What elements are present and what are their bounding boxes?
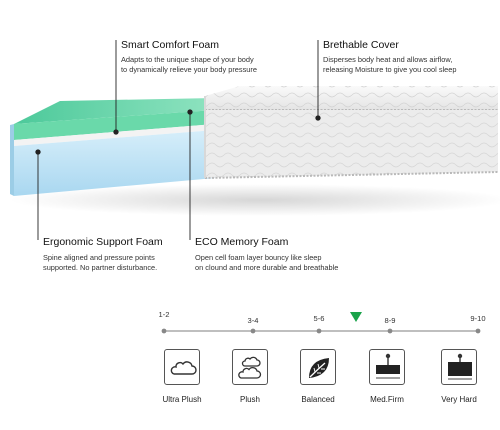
- breathable-cover-title: Brethable Cover: [323, 39, 399, 51]
- eco-foam-desc-1: Open cell foam layer bouncy like sleep: [195, 253, 322, 262]
- ergonomic-foam-title: Ergonomic Support Foam: [43, 236, 163, 248]
- scale-tick-5: [475, 328, 481, 334]
- ultra-plush-option: [164, 349, 200, 385]
- scale-tick-1: [161, 328, 167, 334]
- very-hard-option: [441, 349, 477, 385]
- leaf-icon: [309, 358, 329, 378]
- ergonomic-foam-desc-1: Spine aligned and pressure points: [43, 253, 155, 262]
- eco-foam-title: ECO Memory Foam: [195, 236, 289, 248]
- firmness-label-very-hard: Very Hard: [441, 395, 477, 404]
- firmness-label-ultra-plush: Ultra Plush: [162, 395, 202, 404]
- plush-option: [232, 349, 268, 385]
- mattress-illustration: [10, 40, 500, 240]
- foam-layers: [10, 98, 215, 196]
- balanced-option: [300, 349, 336, 385]
- eco-foam-desc-2: on clound and more durable and breathabl…: [195, 263, 339, 272]
- breathable-cover-desc-1: Disperses body heat and allows airflow,: [323, 55, 453, 64]
- scale-label-4: 8-9: [384, 316, 396, 325]
- scale-tick-4: [387, 328, 393, 334]
- firmness-scale: [161, 312, 481, 334]
- ergonomic-foam-desc-2: supported. No partner disturbance.: [43, 263, 158, 272]
- firmness-label-balanced: Balanced: [301, 395, 335, 404]
- smart-comfort-desc-1: Adapts to the unique shape of your body: [121, 55, 254, 64]
- mattress-cover: [204, 86, 499, 179]
- scale-tick-3: [316, 328, 322, 334]
- scale-tick-2: [250, 328, 256, 334]
- firmness-marker-icon: [350, 312, 362, 322]
- scale-label-1: 1-2: [158, 310, 170, 319]
- double-cloud-icon: [238, 356, 262, 379]
- firmness-label-med-firm: Med.Firm: [370, 395, 404, 404]
- med-firm-block-icon: [376, 353, 400, 379]
- hard-block-icon: [448, 353, 472, 380]
- scale-label-3: 5-6: [313, 314, 325, 323]
- smart-comfort-desc-2: to dynamically relieve your body pressur…: [121, 65, 257, 74]
- firmness-label-plush: Plush: [239, 395, 261, 404]
- scale-ticks: [161, 328, 481, 334]
- breathable-cover-desc-2: releasing Moisture to give you cool slee…: [323, 65, 457, 74]
- smart-comfort-title: Smart Comfort Foam: [121, 39, 220, 51]
- scale-label-5: 9-10: [470, 314, 486, 323]
- cloud-icon: [170, 361, 197, 375]
- med-firm-option: [369, 349, 405, 385]
- scale-label-2: 3-4: [247, 316, 259, 325]
